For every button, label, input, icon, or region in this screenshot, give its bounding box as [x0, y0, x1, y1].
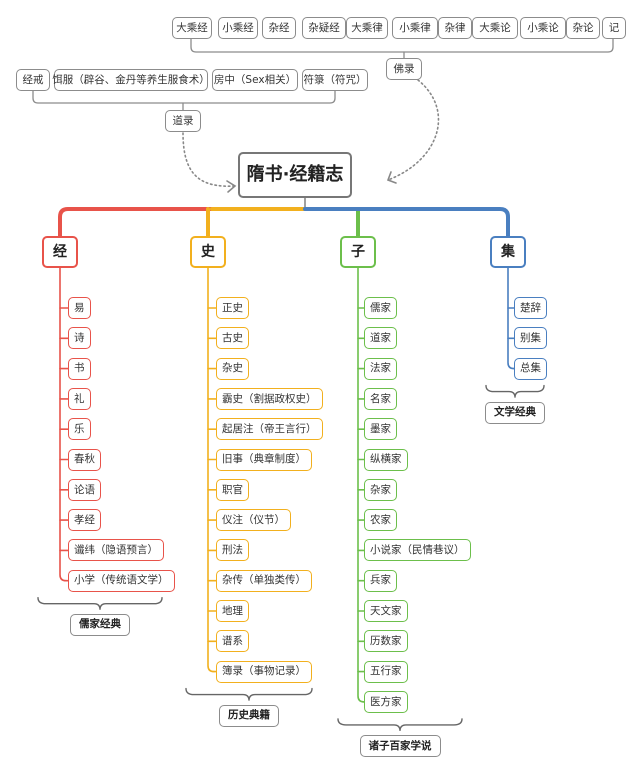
taoist-category-node[interactable]: 房中（Sex相关） [212, 69, 298, 91]
leaf-node[interactable]: 儒家 [364, 297, 397, 319]
leaf-node[interactable]: 杂家 [364, 478, 397, 501]
leaf-node[interactable]: 墨家 [364, 418, 397, 441]
branch-node[interactable]: 史 [190, 236, 226, 268]
leaf-node[interactable]: 春秋 [68, 448, 101, 471]
leaf-node[interactable]: 杂传（单独类传） [216, 569, 312, 592]
leaf-node[interactable]: 易 [68, 297, 91, 319]
summary-brace [37, 597, 163, 610]
buddhist-category-node[interactable]: 大乘律 [346, 17, 388, 39]
leaf-node[interactable]: 杂史 [216, 357, 249, 380]
taoist-category-node[interactable]: 经戒 [16, 69, 50, 91]
branch-connector-1 [206, 207, 307, 238]
leaf-node[interactable]: 诗 [68, 327, 91, 350]
buddhist-category-node[interactable]: 杂论 [566, 17, 600, 39]
leaf-node[interactable]: 五行家 [364, 660, 408, 683]
buddhist-category-node[interactable]: 杂律 [438, 17, 472, 39]
buddhist-arrow-head [386, 171, 397, 184]
leaf-node[interactable]: 总集 [514, 357, 547, 380]
summary-label-node[interactable]: 历史典籍 [219, 704, 279, 727]
buddhist-category-node[interactable]: 杂经 [262, 17, 296, 39]
taoist-to-root-arrow [182, 132, 236, 187]
buddhist-to-root-arrow [387, 79, 440, 181]
branch-spine-3 [507, 267, 515, 370]
branch-spine-0 [59, 267, 67, 582]
branch-connector-0 [58, 207, 214, 238]
taoist-bracket [32, 90, 336, 104]
leaf-node[interactable]: 天文家 [364, 600, 408, 622]
leaf-node[interactable]: 乐 [68, 418, 91, 441]
leaf-node[interactable]: 小学（传统语文学） [68, 569, 175, 592]
branch-node[interactable]: 集 [490, 236, 526, 268]
buddhist-category-node[interactable]: 大乘经 [172, 17, 212, 39]
leaf-node[interactable]: 孝经 [68, 509, 101, 532]
summary-brace [185, 687, 313, 701]
taoist-category-node[interactable]: 饵服（辟谷、金丹等养生服食术） [52, 69, 210, 91]
summary-brace [485, 384, 545, 398]
leaf-node[interactable]: 地理 [216, 600, 249, 622]
buddhist-bracket [190, 38, 614, 53]
leaf-node[interactable]: 古史 [216, 327, 249, 350]
branch-spine-1 [207, 267, 215, 673]
leaf-node[interactable]: 名家 [364, 387, 397, 410]
leaf-node[interactable]: 礼 [68, 387, 91, 410]
leaf-node[interactable]: 道家 [364, 327, 397, 350]
leaf-node[interactable]: 刑法 [216, 539, 249, 562]
leaf-node[interactable]: 别集 [514, 327, 547, 350]
summary-brace [337, 718, 463, 731]
taoist-category-node[interactable]: 符箓（符咒） [302, 69, 368, 91]
leaf-node[interactable]: 起居注（帝王言行） [216, 418, 323, 441]
leaf-node[interactable]: 谱系 [216, 630, 249, 653]
summary-label-node[interactable]: 诸子百家学说 [359, 734, 441, 757]
leaf-node[interactable]: 正史 [216, 297, 249, 319]
summary-label-node[interactable]: 文学经典 [485, 401, 545, 424]
leaf-node[interactable]: 农家 [364, 509, 397, 532]
leaf-node[interactable]: 簿录（事物记录） [216, 660, 312, 683]
leaf-node[interactable]: 论语 [68, 478, 101, 501]
leaf-node[interactable]: 医方家 [364, 690, 408, 713]
branch-node[interactable]: 子 [340, 236, 376, 268]
leaf-node[interactable]: 谶纬（隐语预言） [68, 539, 164, 562]
leaf-node[interactable]: 小说家（民情巷议） [364, 539, 471, 562]
buddhist-record-node[interactable]: 佛录 [386, 58, 422, 80]
taoist-record-node[interactable]: 道录 [165, 110, 201, 132]
leaf-node[interactable]: 历数家 [364, 630, 408, 653]
leaf-node[interactable]: 楚辞 [514, 297, 547, 319]
buddhist-category-node[interactable]: 小乘论 [520, 17, 566, 39]
buddhist-category-node[interactable]: 大乘论 [472, 17, 518, 39]
leaf-node[interactable]: 旧事（典章制度） [216, 448, 312, 471]
taoist-arrow-head [226, 180, 237, 193]
buddhist-category-node[interactable]: 小乘律 [392, 17, 438, 39]
branch-spine-2 [357, 267, 365, 703]
summary-label-node[interactable]: 儒家经典 [70, 613, 130, 636]
leaf-node[interactable]: 职官 [216, 478, 249, 501]
branch-node[interactable]: 经 [42, 236, 78, 268]
buddhist-category-node[interactable]: 杂疑经 [302, 17, 346, 39]
leaf-node[interactable]: 纵横家 [364, 448, 408, 471]
buddhist-category-node[interactable]: 小乘经 [218, 17, 258, 39]
leaf-node[interactable]: 仪注（仪节） [216, 509, 291, 532]
leaf-node[interactable]: 霸史（割据政权史） [216, 387, 323, 410]
leaf-node[interactable]: 法家 [364, 357, 397, 380]
leaf-node[interactable]: 兵家 [364, 569, 397, 592]
buddhist-category-node[interactable]: 记 [602, 17, 626, 39]
leaf-node[interactable]: 书 [68, 357, 91, 380]
branch-connector-3 [303, 207, 510, 238]
root-node[interactable]: 隋书·经籍志 [238, 152, 352, 198]
